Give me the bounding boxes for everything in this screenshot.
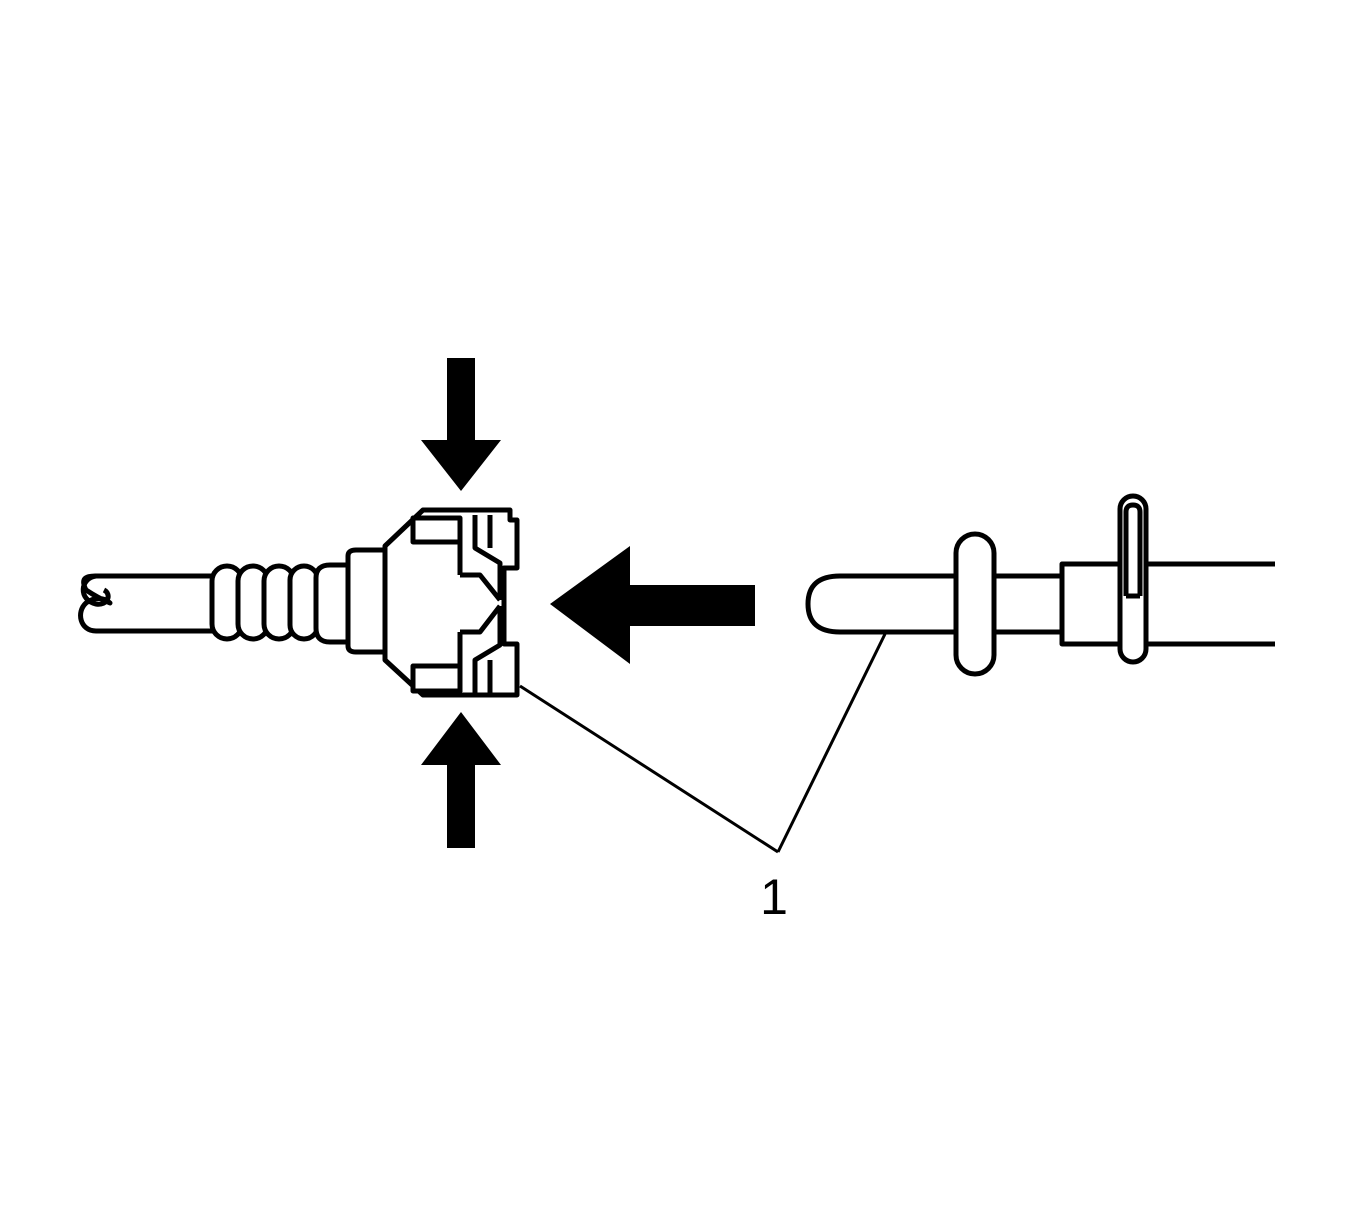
arrow-up-icon: [421, 712, 501, 848]
collar-large: [345, 547, 389, 655]
leader-line-to-tube: [776, 633, 887, 853]
arrow-down-icon: [421, 358, 501, 491]
o-ring-bead: [953, 531, 997, 677]
tube-assembly: [805, 493, 1275, 677]
retainer-tab-lower: [457, 604, 503, 695]
squeeze-arrows: [421, 358, 501, 848]
retainer-tab-upper: [457, 515, 503, 602]
callout-leaders: [519, 633, 887, 854]
hose-assembly: [78, 507, 520, 698]
tube-section: [990, 573, 1067, 635]
bracket-clip-inner: [1123, 502, 1143, 599]
callout-label: 1: [760, 869, 788, 925]
arrow-left-icon: [550, 546, 755, 664]
retainer-window-lower: [410, 663, 463, 694]
tube-collar: [1059, 561, 1125, 647]
hose-end-curl: [80, 573, 111, 607]
leader-line-to-connector: [519, 684, 779, 854]
tube-end: [805, 573, 960, 635]
tube-extension: [1140, 561, 1275, 647]
retainer-window-upper: [410, 515, 463, 545]
